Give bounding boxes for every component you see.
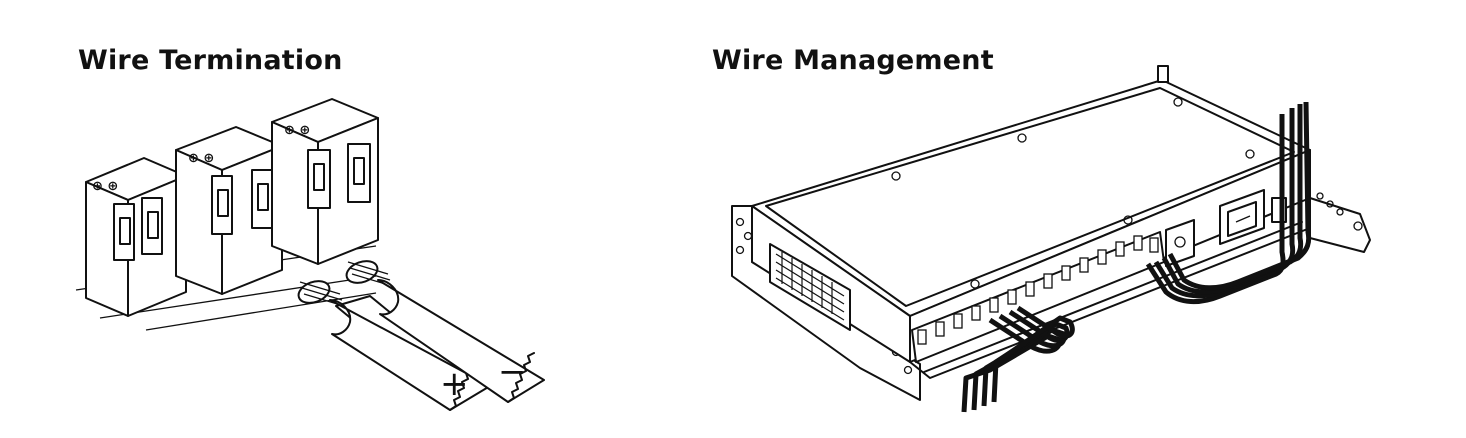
terminal-block-assembly: ⊕ ⊕ ⊕ ⊕ ⊕ ⊕ — [75, 98, 545, 411]
svg-text:⊕ ⊕: ⊕ ⊕ — [188, 151, 214, 166]
plus-sign: + — [440, 364, 469, 404]
svg-text:⊕ ⊕: ⊕ ⊕ — [284, 123, 310, 138]
terminal-block-1: ⊕ ⊕ — [85, 157, 187, 317]
wire-termination-title: Wire Termination — [78, 45, 343, 76]
terminal-block-3: ⊕ ⊕ — [271, 98, 379, 265]
rear-ear — [1309, 149, 1371, 253]
svg-text:⊕ ⊕: ⊕ ⊕ — [92, 179, 118, 194]
wire-management-title: Wire Management — [712, 45, 994, 76]
negative-wire — [345, 260, 545, 403]
cable-bundle-front — [961, 305, 1075, 413]
minus-sign: − — [498, 352, 527, 392]
cable-bundle-rear — [1145, 101, 1312, 304]
rack-unit-assembly — [731, 65, 1371, 413]
terminal-block-2: ⊕ ⊕ — [175, 126, 283, 295]
positive-wire — [297, 280, 491, 411]
vent-grille — [769, 243, 851, 331]
